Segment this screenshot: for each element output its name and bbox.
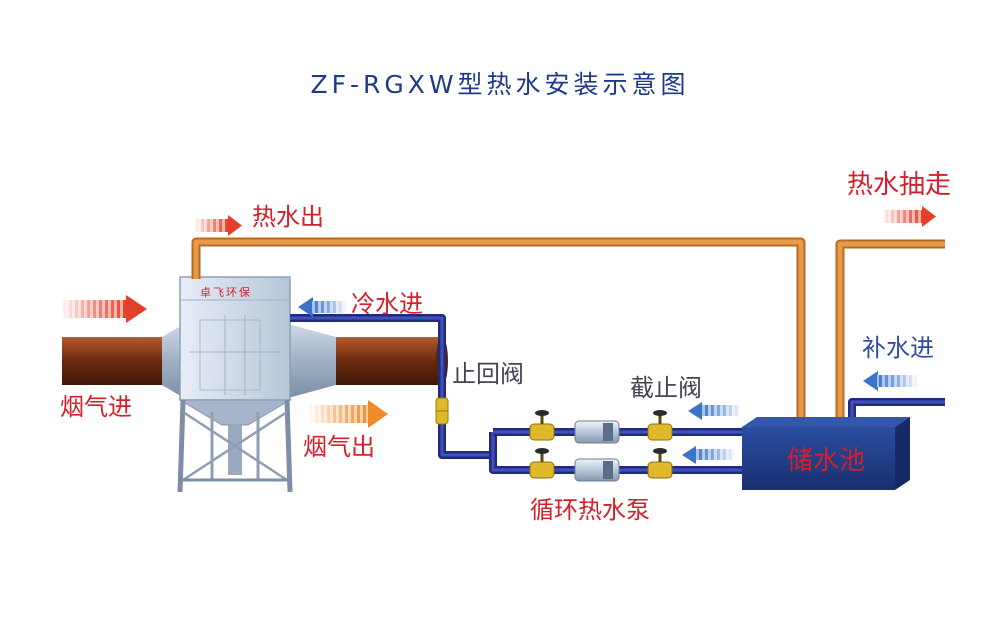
label-hot-water-out: 热水出 [252, 203, 324, 231]
storage-tank [742, 417, 910, 490]
flow-arrow-hot-drawn [883, 206, 936, 227]
flow-arrow-return-bottom [682, 446, 735, 464]
label-storage-tank: 储水池 [787, 446, 866, 476]
label-cold-water-in: 冷水进 [351, 290, 423, 318]
label-flue-gas-in: 烟气进 [60, 393, 132, 421]
label-check-valve: 止回阀 [452, 360, 524, 388]
circulation-pump-top [574, 420, 620, 444]
check-valve [435, 397, 449, 425]
flow-arrow-flue-out [310, 400, 388, 428]
label-hot-water-drawn: 热水抽走 [847, 170, 952, 200]
hot-water-pipes [191, 237, 945, 425]
heat-recovery-unit [177, 276, 293, 493]
flow-arrow-cold-in [298, 297, 346, 317]
flue-duct [62, 324, 448, 398]
flow-arrow-hot-out [195, 215, 242, 236]
diagram-title: ZF-RGXW型热水安装示意图 [310, 70, 690, 99]
label-flue-gas-out: 烟气出 [303, 433, 375, 461]
flow-arrow-makeup-in [863, 371, 917, 391]
circulation-pump-bottom [574, 458, 620, 482]
flow-arrow-return-top [688, 402, 741, 420]
label-stop-valve: 截止阀 [630, 374, 702, 402]
stop-valve [529, 410, 673, 479]
label-circulation-pump: 循环热水泵 [530, 496, 650, 524]
flow-arrow-flue-in [62, 295, 147, 323]
label-makeup-water-in: 补水进 [862, 334, 934, 362]
unit-brand-label: 卓飞环保 [200, 286, 252, 299]
